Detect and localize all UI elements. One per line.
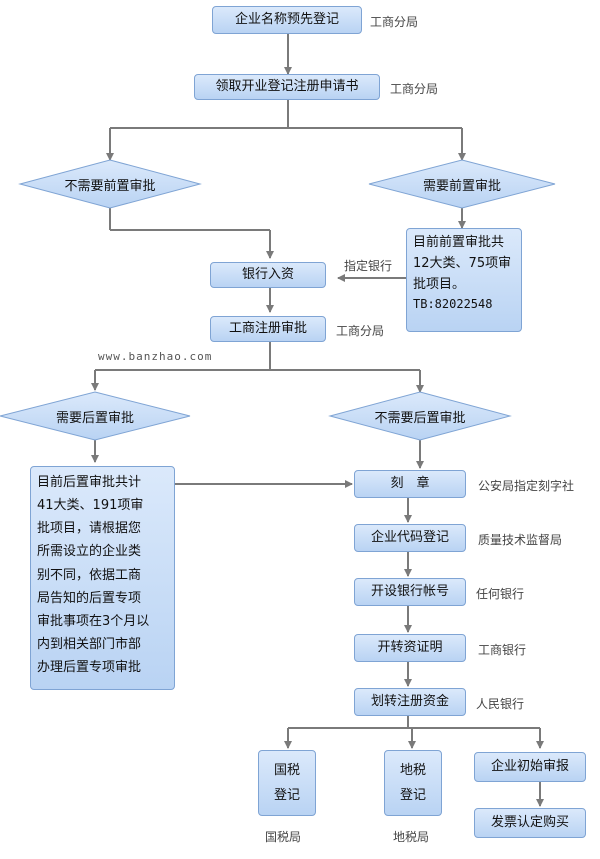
local-tax-line: 地税: [399, 763, 426, 778]
pre-approval-info-line: 12大类、75项审: [413, 255, 512, 271]
national-tax-line: 国税: [273, 763, 300, 778]
decision-no-post-approval-shape: [328, 391, 512, 441]
seal-label: 刻 章: [390, 475, 430, 491]
local-tax-line: 登记: [399, 787, 426, 803]
decision-no-pre-approval-shape: [18, 159, 202, 209]
capital-proof-note: 工商银行: [478, 643, 527, 657]
bank-account-note: 任何银行: [476, 587, 525, 601]
apply-form-note: 工商分局: [390, 82, 439, 96]
name-preregistration-box: 企业名称预先登记: [212, 6, 362, 34]
seal-note: 公安局指定刻字社: [478, 479, 575, 493]
pre-approval-info-line: 批项目。: [413, 276, 466, 292]
post-approval-info-line: 审批事项在3个月以: [37, 613, 150, 629]
business-registration-review-note: 工商分局: [336, 324, 385, 338]
capital-transfer-note: 人民银行: [476, 697, 525, 711]
pre-approval-info-line: 目前前置审批共: [413, 235, 505, 250]
need-post-approval-label: 需要后置审批: [55, 410, 134, 426]
business-registration-review-box: 工商注册审批: [210, 316, 326, 342]
post-approval-info-line: 内到相关部门市部: [37, 636, 142, 652]
capital-proof-box: 开转资证明: [354, 634, 466, 662]
post-approval-info-line: 批项目，请根据您: [37, 521, 142, 537]
apply-form-box: 领取开业登记注册申请书: [194, 74, 380, 100]
decision-need-pre-approval-shape: [368, 159, 556, 209]
post-approval-info-line: 别不同，依据工商: [37, 567, 142, 583]
org-code-box: 企业代码登记: [354, 524, 466, 552]
bank-deposit-label: 银行入资: [241, 266, 294, 282]
post-approval-info-line: 41大类、191项审: [37, 498, 144, 514]
national-tax-note: 国税局: [265, 830, 302, 844]
post-approval-info-line: 目前后置审批共计: [37, 475, 142, 490]
national-tax-line: 登记: [273, 787, 300, 803]
bank-account-label: 开设银行帐号: [370, 583, 449, 599]
pre-approval-phone: TB:82022548: [413, 297, 493, 312]
bank-deposit-box: 银行入资: [210, 262, 326, 288]
designated-bank-note: 指定银行: [344, 259, 393, 273]
post-approval-info-box: 目前后置审批共计 41大类、191项审 批项目，请根据您 所需设立的企业类 别不…: [30, 466, 175, 690]
national-tax-box: 国税 登记: [258, 750, 316, 816]
apply-form-label: 领取开业登记注册申请书: [215, 78, 359, 94]
capital-transfer-box: 划转注册资金: [354, 688, 466, 716]
capital-proof-label: 开转资证明: [377, 639, 443, 655]
org-code-label: 企业代码登记: [370, 529, 449, 545]
post-approval-info-line: 局告知的后置专项: [37, 590, 142, 606]
post-approval-info-line: 办理后置专项审批: [37, 660, 142, 675]
business-registration-review-label: 工商注册审批: [228, 320, 307, 336]
post-approval-info-line: 所需设立的企业类: [37, 544, 142, 560]
no-post-approval-label: 不需要后置审批: [374, 410, 466, 426]
watermark-text: www.banzhao.com: [98, 350, 213, 363]
initial-review-box: 企业初始审报: [474, 752, 586, 782]
invoice-label: 发票认定购买: [490, 814, 569, 830]
pre-approval-info-box: 目前前置审批共 12大类、75项审 批项目。 TB:82022548: [406, 228, 522, 332]
seal-box: 刻 章: [354, 470, 466, 498]
local-tax-box: 地税 登记: [384, 750, 442, 816]
name-preregistration-label: 企业名称预先登记: [234, 11, 339, 27]
bank-account-box: 开设银行帐号: [354, 578, 466, 606]
decision-need-post-approval-shape: [0, 391, 191, 441]
no-pre-approval-label: 不需要前置审批: [64, 178, 156, 194]
need-pre-approval-label: 需要前置审批: [422, 178, 501, 194]
capital-transfer-label: 划转注册资金: [370, 693, 449, 709]
org-code-note: 质量技术监督局: [478, 533, 563, 547]
name-preregistration-note: 工商分局: [370, 15, 419, 29]
initial-review-label: 企业初始审报: [490, 758, 569, 774]
invoice-box: 发票认定购买: [474, 808, 586, 838]
local-tax-note: 地税局: [393, 830, 430, 844]
